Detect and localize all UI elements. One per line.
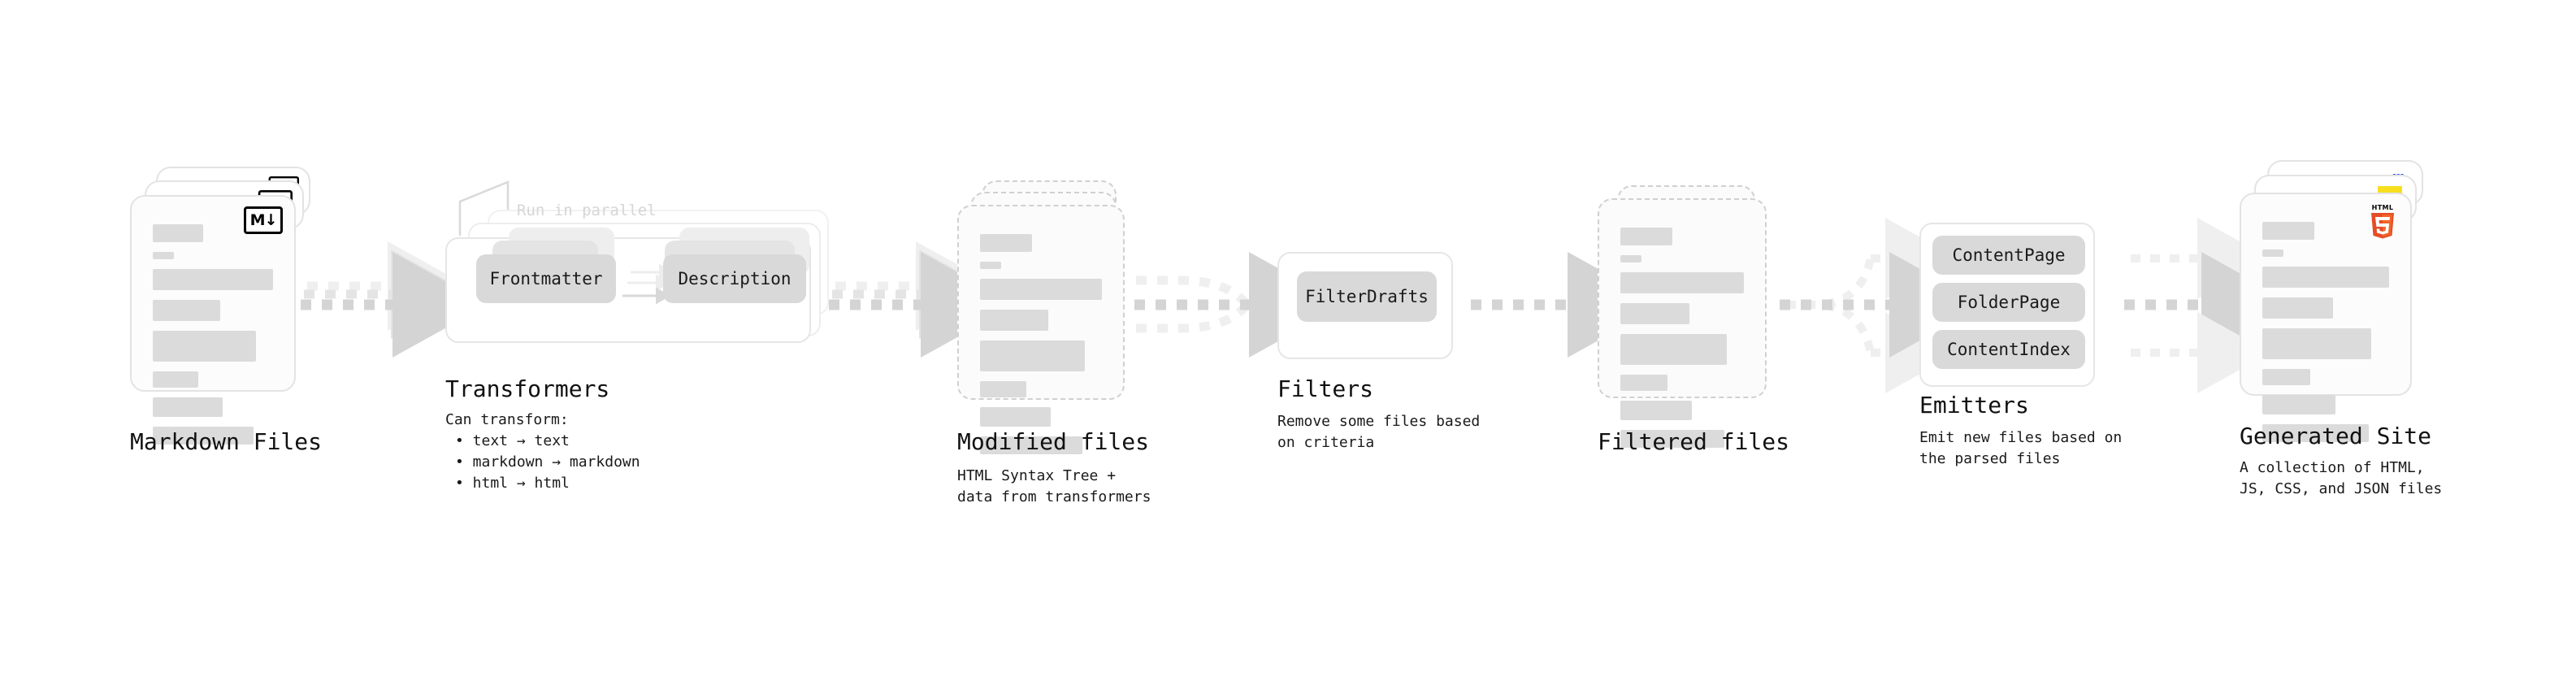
emitter-chip-folderpage[interactable]: FolderPage [1932,283,2085,322]
transformers-group: Frontmatter Description [445,210,835,360]
filters-subtitle: Remove some files based on criteria [1277,413,1481,452]
generated-site-card-stack: CSS HTML [2240,160,2443,442]
emitter-chip-contentpage[interactable]: ContentPage [1932,236,2085,275]
emitter-chip-contentpage-label: ContentPage [1952,245,2066,265]
placeholder-content [1599,200,1765,448]
emitter-chip-contentindex-label: ContentIndex [1947,340,2071,359]
emitters-box: ContentPage FolderPage ContentIndex [1919,223,2095,387]
modified-files-title: Modified files [957,428,1150,455]
transformers-bullet-0: • text → text [455,432,570,449]
connector-transformers-to-modified [829,241,1016,358]
filtered-card-front [1598,198,1767,448]
filters-box: FilterDrafts [1277,252,1453,359]
emitters-title: Emitters [1919,392,2029,419]
svg-text:HTML: HTML [2372,204,2394,211]
transformers-bullet-1: • markdown → markdown [455,453,640,471]
connector-emitters-to-site [2124,218,2296,393]
placeholder-content [959,206,1123,454]
emitter-chip-contentindex[interactable]: ContentIndex [1932,330,2085,369]
generated-site-title: Generated Site [2240,423,2432,449]
transformers-inner-arrows [622,263,674,305]
modified-card-front [957,205,1125,454]
run-in-parallel-note: Run in parallel [517,202,657,219]
transformer-chip-frontmatter[interactable]: Frontmatter [476,254,616,303]
markdown-files-card-stack: M↓ M↓ M↓ [130,167,317,445]
filtered-files-card-stack [1598,185,1785,448]
generated-card-front: HTML [2240,193,2412,442]
markdown-icon: M↓ [244,206,283,234]
filters-title: Filters [1277,375,1374,402]
transformers-bullet-2: • html → html [455,475,570,492]
emitters-subtitle: Emit new files based on the parsed files [1919,429,2123,468]
markdown-card-front: M↓ [130,195,296,445]
generated-site-subtitle: A collection of HTML, JS, CSS, and JSON … [2240,459,2443,498]
emitter-chip-folderpage-label: FolderPage [1957,293,2061,312]
transformer-chip-description-label: Description [678,269,791,288]
html5-icon: HTML [2371,204,2394,239]
transformers-title: Transformers [445,375,610,402]
placeholder-content [132,197,294,445]
markdown-files-title: Markdown Files [130,428,323,455]
filter-chip-filterdrafts-label: FilterDrafts [1305,287,1429,306]
modified-files-subtitle: HTML Syntax Tree + data from transformer… [957,467,1151,506]
filter-chip-filterdrafts[interactable]: FilterDrafts [1297,271,1437,322]
filtered-files-title: Filtered files [1598,428,1790,455]
transformer-chip-description[interactable]: Description [663,254,806,303]
placeholder-content [2241,194,2410,442]
connector-filtered-to-emitters [1780,218,1984,393]
transformer-chip-frontmatter-label: Frontmatter [489,269,603,288]
transformers-subtitle-lead: Can transform: [445,411,569,428]
connector-modified-to-filters [1134,252,1344,358]
modified-files-card-stack [957,180,1144,454]
